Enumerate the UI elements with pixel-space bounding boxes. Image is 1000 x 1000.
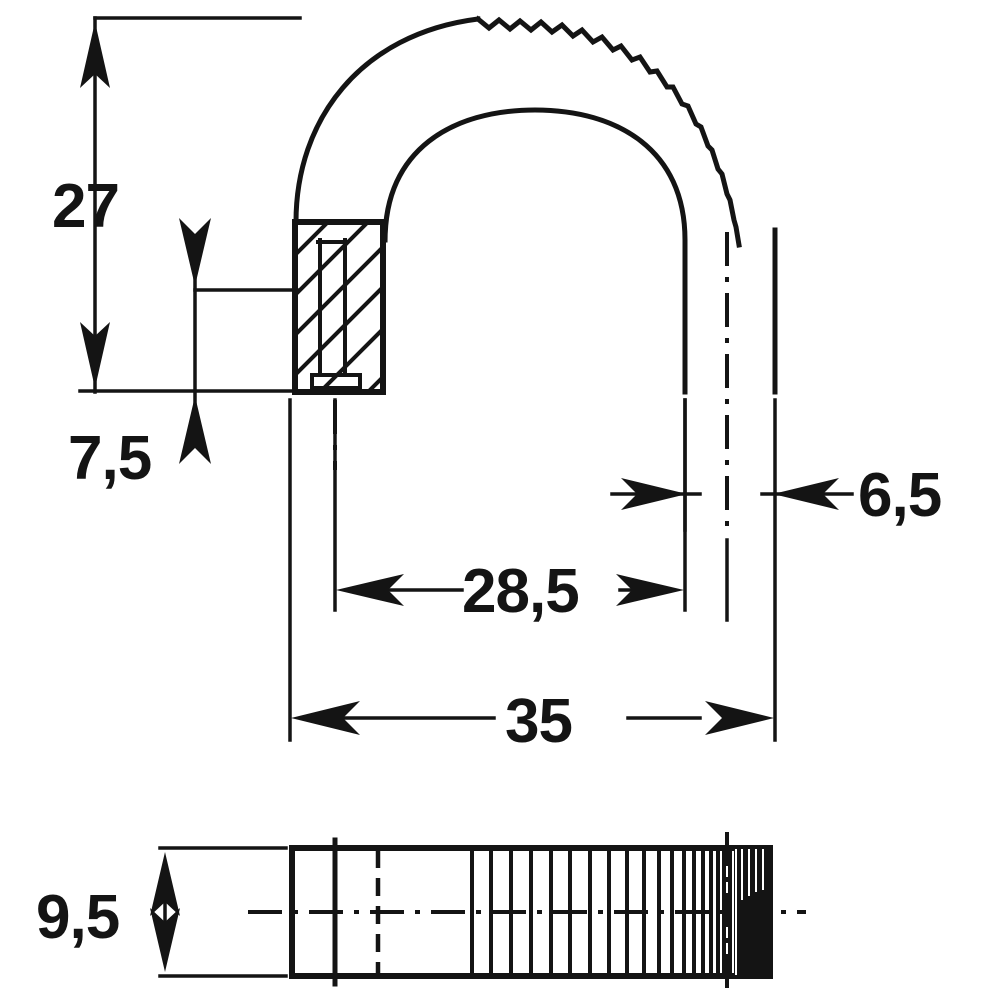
dim-28-5-arrow-left bbox=[336, 574, 404, 606]
side-dense-knurl-block bbox=[734, 849, 770, 975]
dimension-27: 27 bbox=[52, 16, 302, 394]
dim-35-arrow-right bbox=[705, 701, 774, 735]
dim-28-5-label: 28,5 bbox=[462, 557, 579, 626]
front-section-view: 27 7,5 6,5 bbox=[52, 15, 942, 756]
dim-9-5-label: 9,5 bbox=[36, 883, 119, 952]
dim-7-5-arrow-bottom bbox=[179, 396, 211, 464]
side-view: 9,5 bbox=[36, 832, 806, 992]
dim-28-5-arrow-right bbox=[616, 574, 684, 606]
dim-6-5-arrow-left bbox=[621, 478, 687, 510]
dim-27-label: 27 bbox=[52, 172, 119, 241]
dim-6-5-label: 6,5 bbox=[858, 461, 941, 530]
housing-hatching bbox=[295, 222, 383, 392]
dim-9-5-arrow-bottom bbox=[150, 908, 180, 972]
side-knurl-lines bbox=[470, 847, 770, 977]
dim-7-5-label: 7,5 bbox=[68, 424, 151, 493]
dim-27-arrow-top bbox=[80, 22, 110, 88]
shackle-inner-arc bbox=[382, 107, 688, 395]
dimension-28-5: 28,5 bbox=[336, 557, 684, 626]
dim-27-arrow-bottom bbox=[80, 322, 110, 388]
shackle-outer-arc bbox=[293, 15, 778, 395]
dimension-6-5: 6,5 bbox=[610, 398, 942, 532]
dimension-9-5: 9,5 bbox=[36, 846, 288, 978]
housing-outline bbox=[292, 219, 386, 395]
dimension-7-5: 7,5 bbox=[68, 218, 299, 493]
outer-arc-serration bbox=[474, 15, 742, 248]
dim-9-5-arrow-top bbox=[150, 852, 180, 916]
dim-35-label: 35 bbox=[505, 687, 572, 756]
outer-arc-left-smooth bbox=[293, 16, 481, 225]
housing-internal-pin bbox=[310, 238, 362, 390]
dim-35-arrow-left bbox=[291, 701, 360, 735]
section-housing bbox=[292, 219, 386, 395]
dim-6-5-arrow-right bbox=[773, 478, 839, 510]
dimension-35: 35 bbox=[291, 687, 774, 756]
inner-arc-path bbox=[382, 107, 688, 395]
dim-7-5-arrow-top bbox=[179, 218, 211, 286]
